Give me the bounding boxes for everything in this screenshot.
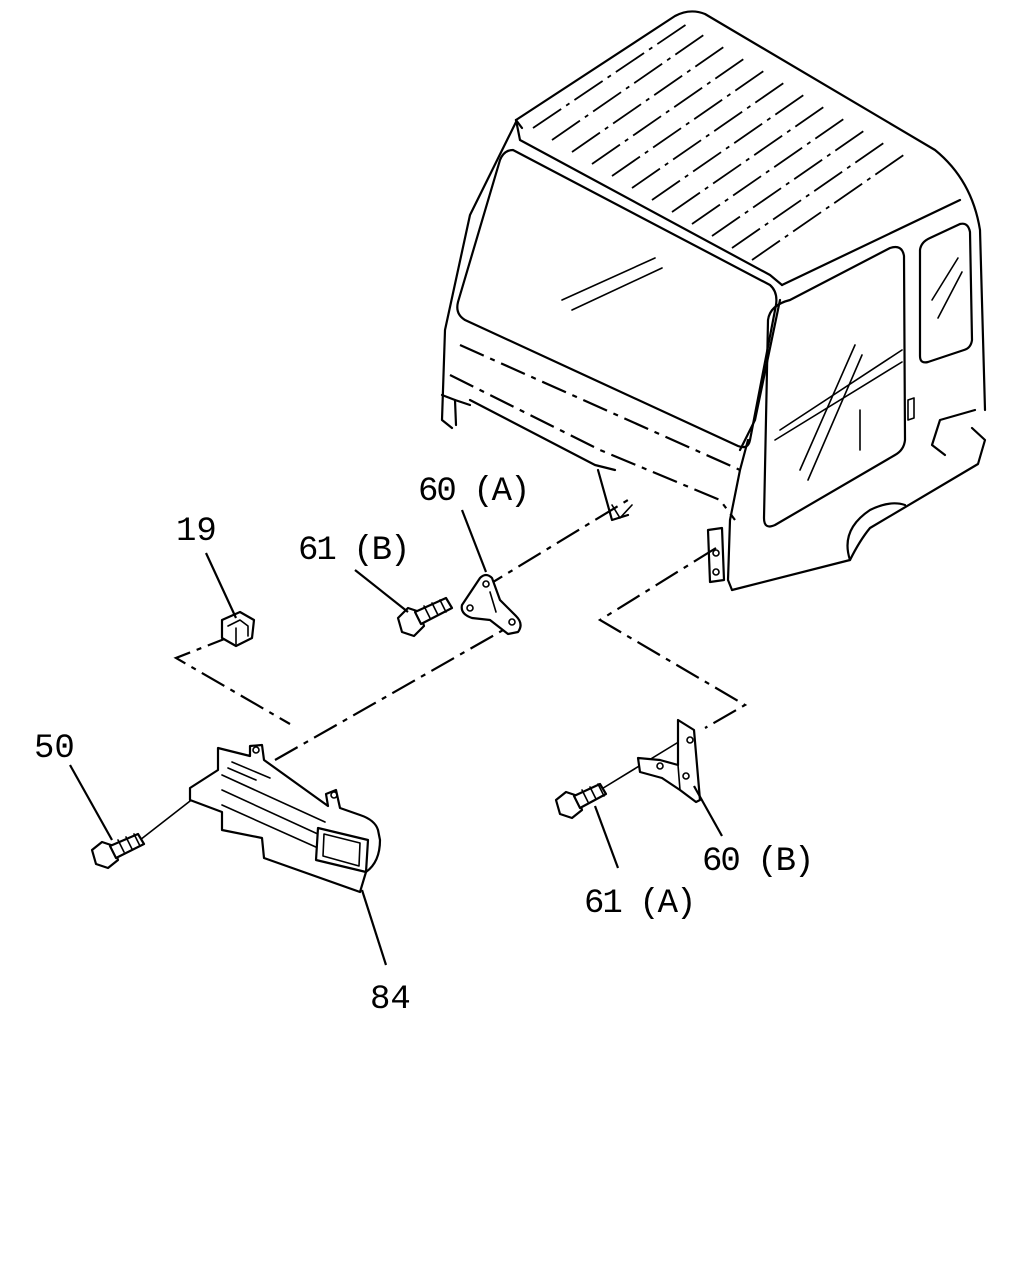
windshield-glare — [561, 257, 663, 311]
callout-60b: 60 (B) — [702, 843, 812, 881]
callout-50: 50 — [34, 730, 75, 768]
callout-labels: 19 50 60 (A) 61 (B) 84 61 (A) 60 (B) — [34, 473, 814, 1019]
bracket-60a — [460, 573, 522, 636]
roof-ribs — [532, 21, 909, 261]
clip-19 — [220, 610, 256, 648]
callout-61a: 61 (A) — [584, 885, 694, 923]
leader-lines — [69, 509, 723, 966]
callout-19: 19 — [176, 513, 217, 551]
bolt-61a — [554, 782, 608, 820]
door-glare — [774, 344, 903, 481]
callout-61b: 61 (B) — [298, 532, 408, 570]
bracket-60b — [636, 718, 702, 804]
bolt-50 — [90, 832, 146, 870]
cab-illustration — [440, 10, 987, 592]
side-panel-84 — [188, 743, 382, 894]
callout-60a: 60 (A) — [418, 473, 528, 511]
callout-84: 84 — [370, 981, 411, 1019]
bolt-61b — [396, 596, 454, 638]
